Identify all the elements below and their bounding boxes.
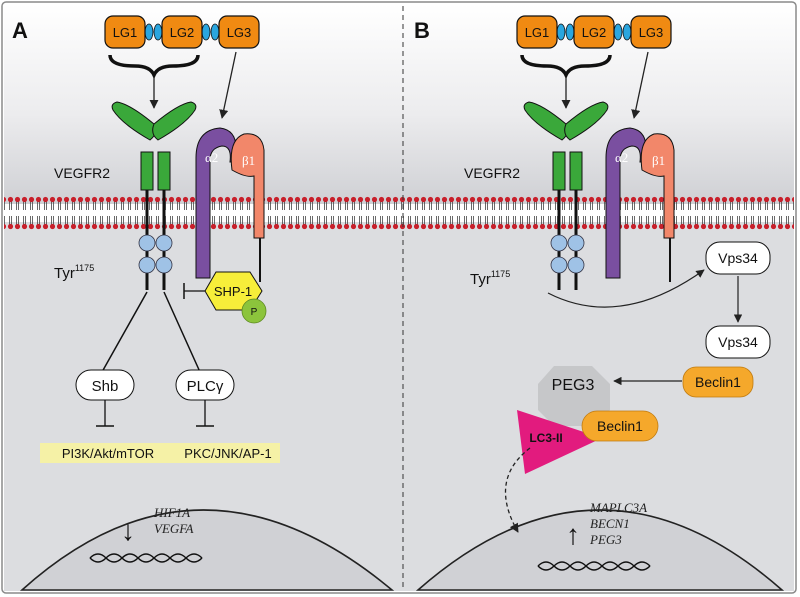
kinase-domain bbox=[155, 256, 173, 274]
kinase-domain bbox=[567, 234, 585, 252]
beta1-label: β1 bbox=[652, 153, 665, 168]
panel-a-letter: A bbox=[12, 18, 28, 43]
cell-membrane bbox=[4, 196, 794, 230]
alpha2-label: α2 bbox=[205, 150, 218, 165]
ligand-label: LG2 bbox=[582, 25, 607, 40]
linker-icon bbox=[622, 23, 632, 41]
linker-icon bbox=[210, 23, 220, 41]
alpha2-label: α2 bbox=[615, 150, 628, 165]
beclin1-right-label: Beclin1 bbox=[695, 374, 741, 390]
tyr-label: Tyr1175 bbox=[54, 263, 94, 282]
nucleus-a bbox=[19, 509, 395, 591]
ligand-label: LG1 bbox=[113, 25, 138, 40]
shb-label: Shb bbox=[92, 378, 119, 395]
phospho-icon bbox=[241, 298, 267, 324]
pathway-box-left bbox=[40, 443, 176, 463]
beta1-subunit bbox=[640, 133, 675, 239]
dna-helix-icon bbox=[537, 561, 651, 571]
signal-line bbox=[101, 291, 148, 373]
brace-icon bbox=[520, 54, 612, 80]
shp1-label: SHP-1 bbox=[214, 284, 252, 299]
receptor-domain bbox=[140, 151, 154, 191]
ligand-label: LG2 bbox=[170, 25, 195, 40]
activation-arrow bbox=[547, 269, 705, 308]
gene-label: MAPLC3A bbox=[589, 500, 647, 515]
ligand-lg2 bbox=[573, 15, 615, 49]
integrin-a bbox=[195, 127, 265, 282]
receptor-domain bbox=[552, 151, 566, 191]
kinase-domain bbox=[155, 234, 173, 252]
ligand-lg2 bbox=[161, 15, 203, 49]
kinase-domain bbox=[138, 234, 156, 252]
pathway-left-label: PI3K/Akt/mTOR bbox=[62, 446, 154, 461]
vegfr2-label: VEGFR2 bbox=[54, 165, 110, 181]
lc3-label: LC3-II bbox=[529, 431, 562, 445]
pathway-box-right bbox=[176, 443, 280, 463]
gene-label: VEGFA bbox=[154, 521, 194, 536]
gene-arrow-up-icon: ↑ bbox=[566, 519, 580, 550]
phospho-label: P bbox=[251, 307, 258, 318]
beclin1-node bbox=[682, 366, 754, 398]
peg3-protein bbox=[538, 366, 610, 426]
pathway-right-label: PKC/JNK/AP-1 bbox=[184, 446, 271, 461]
panel-b-letter: B bbox=[414, 18, 430, 43]
gene-label: HIF1A bbox=[153, 505, 190, 520]
ligand-chain-b: LG1 LG2 LG3 bbox=[516, 15, 672, 49]
ligand-label: LG3 bbox=[227, 25, 252, 40]
binding-arrow bbox=[219, 51, 237, 119]
plc-label: PLCγ bbox=[187, 378, 224, 395]
linker-icon bbox=[153, 23, 163, 41]
dna-helix-icon bbox=[89, 553, 203, 563]
nucleus-b bbox=[415, 509, 785, 591]
kinase-domain bbox=[550, 234, 568, 252]
vegfr2-label: VEGFR2 bbox=[464, 165, 520, 181]
ligand-label: LG3 bbox=[639, 25, 664, 40]
beta1-subunit bbox=[230, 133, 265, 239]
translocation-arrow bbox=[504, 447, 531, 533]
vps34-node-mid bbox=[705, 325, 771, 359]
gene-label: BECN1 bbox=[590, 516, 630, 531]
panel-b: B LG1 LG2 LG3 VEGFR2 bbox=[414, 15, 771, 571]
tyr-label: Tyr1175 bbox=[470, 269, 510, 288]
vps34-mid-label: Vps34 bbox=[718, 334, 758, 350]
ligand-lg3 bbox=[218, 15, 260, 49]
receptor-head-icon bbox=[152, 101, 197, 141]
vps34-node-top bbox=[705, 241, 771, 275]
brace-icon bbox=[108, 54, 200, 80]
beta1-label: β1 bbox=[242, 153, 255, 168]
receptor-domain bbox=[157, 151, 171, 191]
linker-icon bbox=[565, 23, 575, 41]
kinase-domain bbox=[550, 256, 568, 274]
linker-icon bbox=[613, 23, 623, 41]
linker-icon bbox=[144, 23, 154, 41]
gene-label: PEG3 bbox=[589, 532, 622, 547]
binding-arrow bbox=[631, 51, 649, 119]
peg3-label: PEG3 bbox=[552, 377, 595, 394]
lc3-ii-protein bbox=[517, 410, 602, 474]
linker-icon bbox=[201, 23, 211, 41]
kinase-domain bbox=[138, 256, 156, 274]
panel-a: A LG1 LG2 LG3 bbox=[12, 15, 280, 563]
gene-arrow-down-icon: ↓ bbox=[121, 515, 135, 546]
ligand-chain-a: LG1 LG2 LG3 bbox=[104, 15, 260, 49]
ligand-lg3 bbox=[630, 15, 672, 49]
receptor-head-icon bbox=[564, 101, 609, 141]
ligand-lg1 bbox=[516, 15, 558, 49]
beclin1-complex-label: Beclin1 bbox=[597, 418, 643, 434]
beclin1-complex-node bbox=[581, 410, 659, 442]
vps34-top-label: Vps34 bbox=[718, 250, 758, 266]
integrin-b bbox=[605, 127, 675, 282]
vegfr2-receptor-a bbox=[111, 101, 197, 290]
vegfr2-receptor-b bbox=[523, 101, 609, 290]
ligand-lg1 bbox=[104, 15, 146, 49]
receptor-domain bbox=[569, 151, 583, 191]
kinase-domain bbox=[567, 256, 585, 274]
linker-icon bbox=[556, 23, 566, 41]
ligand-label: LG1 bbox=[525, 25, 550, 40]
signal-line bbox=[163, 291, 201, 373]
